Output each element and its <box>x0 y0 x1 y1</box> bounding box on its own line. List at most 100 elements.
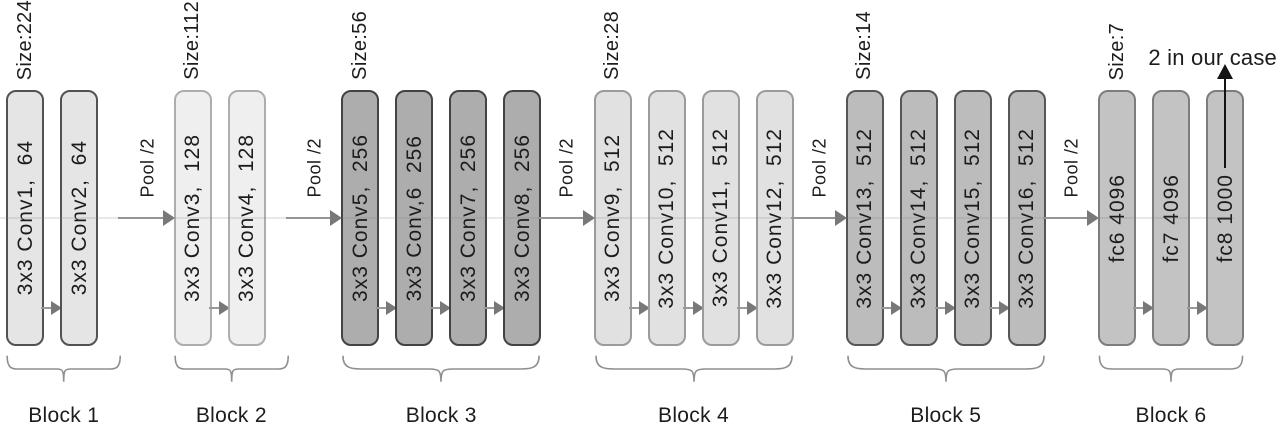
layer-box-conv4: 3x3 Conv4, 128 <box>227 90 266 346</box>
block-label: Block 3 <box>405 404 477 427</box>
block-brace-icon <box>6 354 121 384</box>
block-6: Size:7 fc6 4096 fc7 4096 fc8 1000 <box>1098 0 1244 428</box>
layer-row: 3x3 Conv3, 128 3x3 Conv4, 128 <box>173 90 266 346</box>
pool-connector-2: Pool /2 <box>286 0 343 346</box>
block-brace-icon <box>1098 354 1244 384</box>
arrow-right-icon <box>988 90 1010 346</box>
pool-connector-1: Pool /2 <box>118 0 175 346</box>
size-label-area: Size:224 <box>6 0 44 90</box>
layer-box-conv16: 3x3 Conv16, 512 <box>1007 90 1046 346</box>
size-label: Size:112 <box>181 1 204 80</box>
output-up-arrow-icon <box>1224 78 1226 168</box>
arrow-right-icon <box>1133 90 1154 346</box>
arrow-head-icon <box>582 210 595 226</box>
layer-label: 3x3 Conv10, 512 <box>655 127 678 309</box>
layer-label: 3x3 Conv12, 512 <box>763 127 786 309</box>
arrow-line <box>1042 217 1089 219</box>
layer-row: 3x3 Conv9, 512 3x3 Conv10, 512 3x3 Conv1… <box>593 90 794 346</box>
arrow-right-icon <box>1187 90 1208 346</box>
arrow-right-icon <box>934 90 956 346</box>
pool-connector-5: Pool /2 <box>1042 0 1099 346</box>
layer-label: 3x3 Conv3, 128 <box>181 134 205 302</box>
layer-label: 3x3 Conv,6 256 <box>402 134 426 302</box>
brace-area <box>1098 346 1244 386</box>
arrow-head-icon <box>162 210 175 226</box>
brace-area <box>174 346 289 386</box>
layer-label: 3x3 Conv13, 512 <box>853 127 877 309</box>
layer-box-conv9: 3x3 Conv9, 512 <box>593 90 632 346</box>
size-label: Size:56 <box>348 11 371 80</box>
layer-box-conv15: 3x3 Conv15, 512 <box>953 90 992 346</box>
arrow-head-icon <box>330 210 343 226</box>
layer-box-conv7: 3x3 Conv7, 256 <box>449 90 488 346</box>
pool-label: Pool /2 <box>809 138 830 198</box>
arrow-right-icon <box>880 90 902 346</box>
block-brace-icon <box>594 354 794 384</box>
pool-connector-4: Pool /2 <box>790 0 847 346</box>
layer-label: 3x3 Conv1, 64 <box>13 140 37 296</box>
diagram-row: Size:224 3x3 Conv1, 64 3x3 Conv2, 64 Blo… <box>0 0 1244 428</box>
arrow-right-icon <box>376 90 398 346</box>
layer-label: 3x3 Conv15, 512 <box>961 127 985 309</box>
layer-box-conv10: 3x3 Conv10, 512 <box>647 90 686 346</box>
output-annotation: 2 in our case <box>1148 45 1277 70</box>
pool-label: Pool /2 <box>137 138 157 198</box>
layer-label: 3x3 Conv16, 512 <box>1015 127 1039 309</box>
arrow-right-icon <box>41 90 62 346</box>
arrow-right-icon <box>736 90 758 346</box>
block-2: Size:112 3x3 Conv3, 128 3x3 Conv4, 128 B… <box>173 0 289 428</box>
layer-label: 3x3 Conv5, 256 <box>348 134 372 302</box>
layer-box-conv1: 3x3 Conv1, 64 <box>6 90 44 346</box>
arrow-line <box>538 217 585 219</box>
arrow-right-icon <box>430 90 452 346</box>
size-label-area: Size:14 <box>846 0 884 90</box>
pool-label: Pool /2 <box>556 138 577 198</box>
layer-row: 3x3 Conv5, 256 3x3 Conv,6 256 3x3 Conv7,… <box>341 90 542 346</box>
block-label: Block 5 <box>910 404 982 427</box>
layer-label: 3x3 Conv9, 512 <box>601 134 624 302</box>
block-label-area: Block 5 <box>846 386 1046 428</box>
layer-label: 3x3 Conv8, 256 <box>510 134 534 302</box>
block-label: Block 4 <box>658 404 729 427</box>
block-label-area: Block 3 <box>341 386 541 428</box>
arrow-line <box>286 217 333 219</box>
size-label-area: Size:56 <box>341 0 379 90</box>
size-label: Size:224 <box>13 0 36 80</box>
layer-box-conv8: 3x3 Conv8, 256 <box>503 90 542 346</box>
layer-row: 3x3 Conv1, 64 3x3 Conv2, 64 <box>6 90 98 346</box>
block-label-area: Block 1 <box>6 386 121 428</box>
layer-box-fc8: fc8 1000 <box>1206 78 1244 346</box>
layer-box-conv13: 3x3 Conv13, 512 <box>845 90 884 346</box>
block-5: Size:14 3x3 Conv13, 512 3x3 Conv14, 512 … <box>845 0 1046 428</box>
block-label-area: Block 6 <box>1098 386 1244 428</box>
block-3: Size:56 3x3 Conv5, 256 3x3 Conv,6 256 3x… <box>341 0 542 428</box>
block-1: Size:224 3x3 Conv1, 64 3x3 Conv2, 64 Blo… <box>6 0 121 428</box>
size-label-area: Size:7 <box>1098 0 1136 90</box>
brace-area <box>594 346 794 386</box>
arrow-line <box>118 217 165 219</box>
pool-connector-3: Pool /2 <box>538 0 595 346</box>
block-label: Block 1 <box>28 404 100 427</box>
size-label: Size:7 <box>1105 22 1128 80</box>
brace-area <box>341 346 541 386</box>
layer-box-fc6: fc6 4096 <box>1098 90 1136 346</box>
layer-label: 3x3 Conv14, 512 <box>907 127 931 309</box>
layer-box-conv5: 3x3 Conv5, 256 <box>341 90 380 346</box>
block-label: Block 2 <box>195 404 267 427</box>
arrow-right-icon <box>628 90 650 346</box>
layer-box-conv14: 3x3 Conv14, 512 <box>899 90 938 346</box>
layer-box-conv11: 3x3 Conv11, 512 <box>701 90 740 346</box>
layer-label: fc8 1000 <box>1213 173 1237 263</box>
size-label-area: Size:112 <box>174 0 212 90</box>
layer-box-conv3: 3x3 Conv3, 128 <box>173 90 212 346</box>
block-label: Block 6 <box>1135 404 1207 427</box>
layer-row: fc6 4096 fc7 4096 fc8 1000 <box>1098 78 1244 346</box>
brace-area <box>846 346 1046 386</box>
layer-label: 3x3 Conv4, 128 <box>235 134 259 302</box>
size-label: Size:28 <box>601 11 623 80</box>
layer-label: 3x3 Conv11, 512 <box>709 128 732 308</box>
arrow-right-icon <box>484 90 506 346</box>
arrow-head-icon <box>1087 210 1099 226</box>
pool-label: Pool /2 <box>304 138 325 198</box>
